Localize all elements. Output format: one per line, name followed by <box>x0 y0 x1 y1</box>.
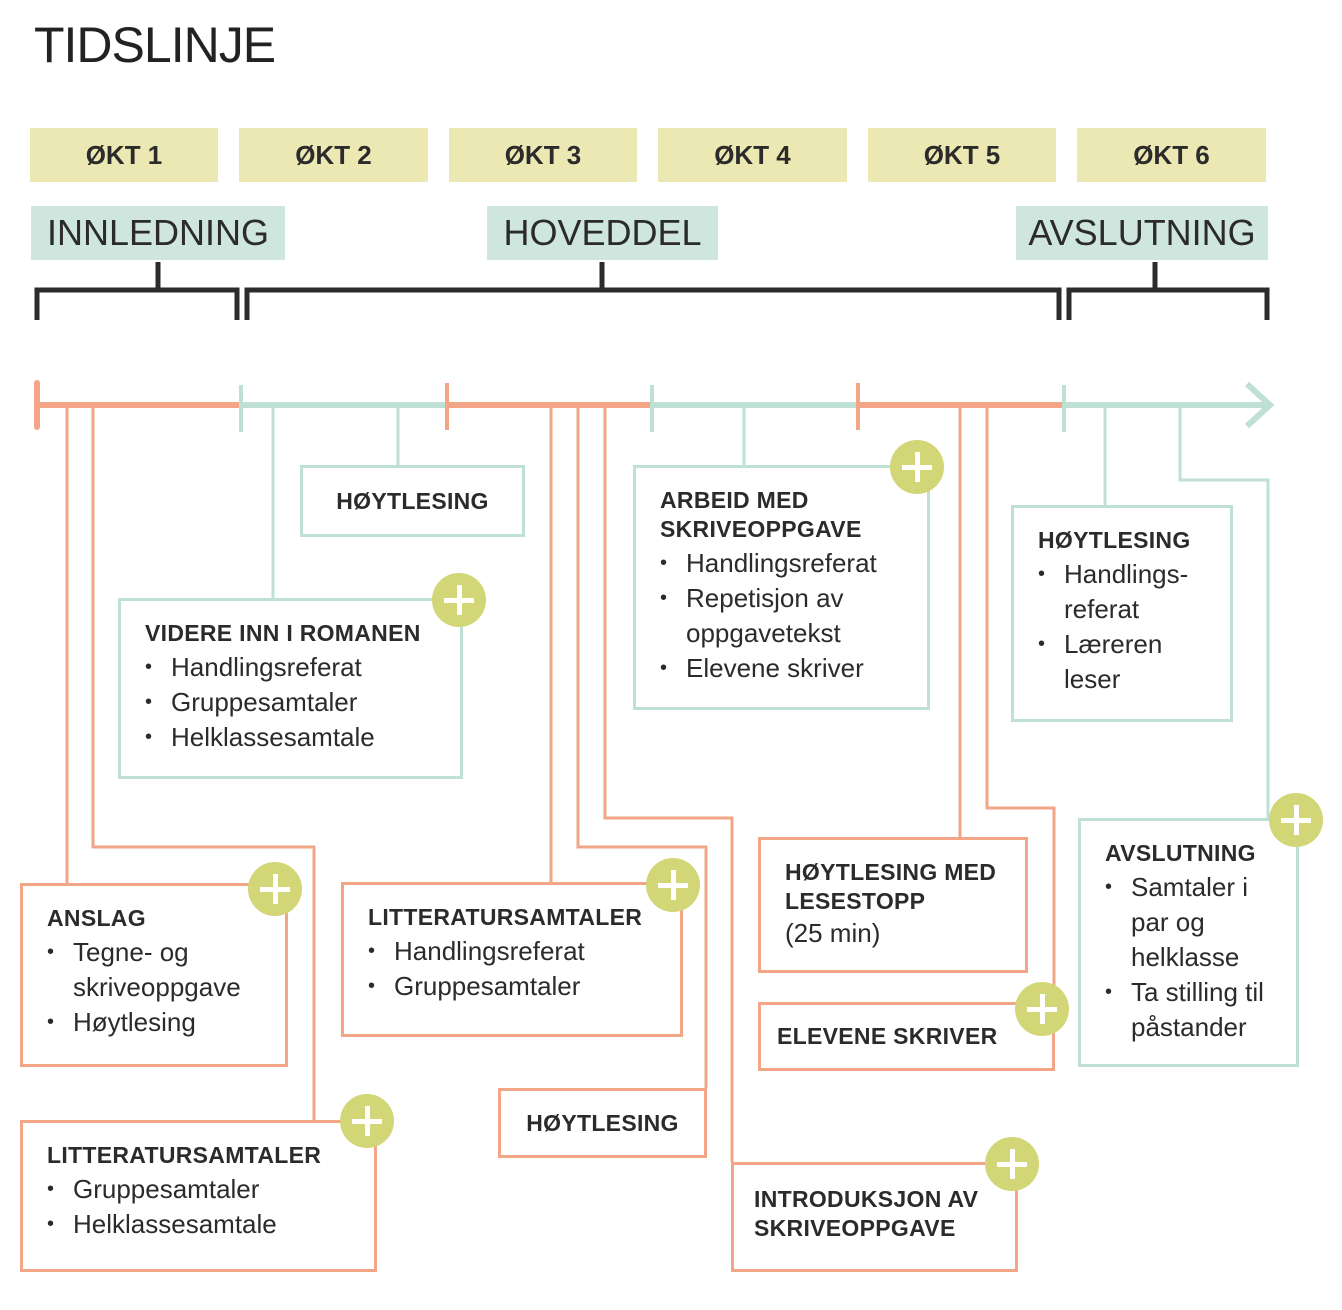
list-item: Gruppesamtaler <box>145 685 442 720</box>
list-item: Ta stilling til påstander <box>1105 975 1291 1045</box>
box-elevene-skriver: ELEVENE SKRIVER <box>758 1002 1055 1071</box>
list-item: Tegne- og skriveoppgave <box>47 935 273 1005</box>
box-heading: HØYTLESING MED LESESTOPP <box>785 859 997 914</box>
list-item: Repetisjon av oppgavetekst <box>660 581 876 651</box>
bracket-intro <box>34 287 240 320</box>
box-list: Samtaler i par og helklasse Ta stilling … <box>1105 870 1278 1045</box>
session-1-label: ØKT 1 <box>30 128 218 182</box>
box-heading: HØYTLESING <box>526 1109 679 1136</box>
box-heading: VIDERE INN I ROMANEN <box>145 620 421 646</box>
box-heading: INTRODUKSJON AV SKRIVEOPPGAVE <box>754 1186 979 1241</box>
session-6-label: ØKT 6 <box>1077 128 1266 182</box>
box-introduksjon-av-skriveoppgave: INTRODUKSJON AV SKRIVEOPPGAVE <box>731 1162 1018 1272</box>
phase-main-label: HOVEDDEL <box>487 206 718 260</box>
session-5-label: ØKT 5 <box>868 128 1056 182</box>
box-list: Handlingsreferat Repetisjon av oppgavete… <box>660 546 909 686</box>
list-item: Handlings-referat <box>1038 557 1204 627</box>
plus-icon[interactable] <box>1015 982 1069 1036</box>
page-title: TIDSLINJE <box>34 17 276 73</box>
box-hoytlesing-med-lesestopp: HØYTLESING MED LESESTOPP (25 min) <box>758 837 1028 973</box>
plus-icon[interactable] <box>340 1094 394 1148</box>
teal-connectors <box>271 405 1270 818</box>
box-avslutning: AVSLUTNING Samtaler i par og helklasse T… <box>1078 818 1299 1067</box>
box-heading: ANSLAG <box>47 905 146 931</box>
box-list: Handlingsreferat Gruppesamtaler <box>368 934 662 1004</box>
box-heading: ELEVENE SKRIVER <box>777 1023 998 1049</box>
box-list: Handlingsreferat Gruppesamtaler Helklass… <box>145 650 442 755</box>
plus-icon[interactable] <box>646 858 700 912</box>
plus-icon[interactable] <box>1269 793 1323 847</box>
list-item: Gruppesamtaler <box>368 969 662 1004</box>
box-duration: (25 min) <box>785 918 881 948</box>
box-list: Gruppesamtaler Helklassesamtale <box>47 1172 356 1242</box>
box-heading: AVSLUTNING <box>1105 840 1256 866</box>
list-item: Elevene skriver <box>660 651 909 686</box>
phase-end-label: AVSLUTNING <box>1016 206 1268 260</box>
list-item: Helklassesamtale <box>47 1207 356 1242</box>
box-heading: LITTERATURSAMTALER <box>368 904 643 930</box>
list-item: Høytlesing <box>47 1005 267 1040</box>
list-item: Handlingsreferat <box>660 546 909 581</box>
session-3-label: ØKT 3 <box>449 128 637 182</box>
box-list: Tegne- og skriveoppgave Høytlesing <box>47 935 267 1040</box>
list-item: Samtaler i par og helklasse <box>1105 870 1281 975</box>
bracket-end <box>1066 287 1270 320</box>
box-hoytlesing-okt3: HØYTLESING <box>498 1088 707 1158</box>
plus-icon[interactable] <box>985 1137 1039 1191</box>
box-heading: LITTERATURSAMTALER <box>47 1142 322 1168</box>
box-litteratursamtaler-okt1: LITTERATURSAMTALER Gruppesamtaler Helkla… <box>20 1120 377 1272</box>
box-list: Handlings-referat Læreren leser <box>1038 557 1212 697</box>
box-arbeid-med-skriveoppgave: ARBEID MED SKRIVEOPPGAVE Handlingsrefera… <box>633 465 930 710</box>
timeline-axis <box>34 380 1275 432</box>
box-hoytlesing-okt2: HØYTLESING <box>300 465 525 537</box>
plus-icon[interactable] <box>432 573 486 627</box>
box-anslag: ANSLAG Tegne- og skriveoppgave Høytlesin… <box>20 883 288 1067</box>
phase-intro-label: INNLEDNING <box>31 206 285 260</box>
box-hoytlesing-okt6: HØYTLESING Handlings-referat Læreren les… <box>1011 505 1233 722</box>
list-item: Gruppesamtaler <box>47 1172 356 1207</box>
list-item: Helklassesamtale <box>145 720 442 755</box>
bracket-main <box>244 287 1062 320</box>
plus-icon[interactable] <box>248 862 302 916</box>
phase-brackets <box>34 262 1270 320</box>
box-videre-inn-i-romanen: VIDERE INN I ROMANEN Handlingsreferat Gr… <box>118 598 463 779</box>
session-2-label: ØKT 2 <box>239 128 428 182</box>
orange-connectors <box>65 405 1056 1162</box>
box-heading: HØYTLESING <box>336 487 489 514</box>
session-4-label: ØKT 4 <box>658 128 847 182</box>
box-heading: HØYTLESING <box>1038 527 1191 553</box>
list-item: Handlingsreferat <box>145 650 442 685</box>
box-litteratursamtaler-okt3: LITTERATURSAMTALER Handlingsreferat Grup… <box>341 882 683 1037</box>
plus-icon[interactable] <box>890 440 944 494</box>
list-item: Handlingsreferat <box>368 934 662 969</box>
list-item: Læreren leser <box>1038 627 1204 697</box>
box-heading: ARBEID MED SKRIVEOPPGAVE <box>660 487 862 542</box>
